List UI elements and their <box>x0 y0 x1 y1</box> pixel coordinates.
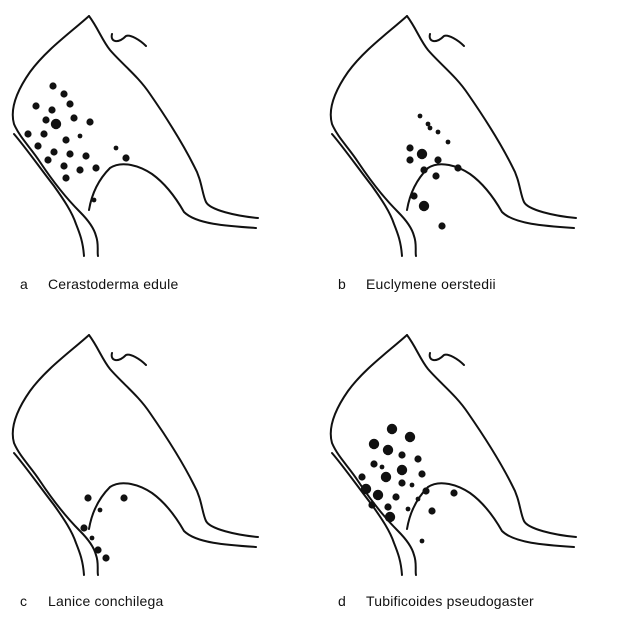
station-dot <box>361 484 371 494</box>
station-dot <box>420 539 425 544</box>
coastline-map <box>318 319 636 638</box>
station-dot <box>454 164 461 171</box>
panel-letter: c <box>20 593 48 609</box>
station-dot <box>397 465 407 475</box>
station-dots <box>80 494 127 561</box>
station-dots <box>406 114 461 230</box>
station-dot <box>387 424 397 434</box>
station-dot <box>381 472 391 482</box>
coastline <box>13 16 258 256</box>
station-dot <box>122 154 129 161</box>
panel-letter: d <box>338 593 366 609</box>
coastline <box>331 335 576 575</box>
station-dot <box>42 116 49 123</box>
station-dot <box>398 451 405 458</box>
station-dot <box>416 497 421 502</box>
station-dot <box>44 156 51 163</box>
coastline <box>331 16 576 256</box>
station-dot <box>406 507 411 512</box>
station-dot <box>80 524 87 531</box>
station-dot <box>51 119 61 129</box>
station-dot <box>120 494 127 501</box>
coastline <box>13 335 258 575</box>
station-dot <box>368 501 375 508</box>
station-dot <box>384 503 391 510</box>
station-dot <box>383 445 393 455</box>
station-dot <box>370 460 377 467</box>
station-dot <box>406 144 413 151</box>
station-dot <box>66 100 73 107</box>
station-dot <box>446 140 451 145</box>
species-name: Tubificoides pseudogaster <box>366 593 534 609</box>
station-dot <box>358 473 365 480</box>
station-dot <box>94 546 101 553</box>
station-dot <box>422 487 429 494</box>
station-dot <box>369 439 379 449</box>
station-dot <box>385 512 395 522</box>
station-dot <box>410 192 417 199</box>
station-dot <box>406 156 413 163</box>
station-dot <box>66 150 73 157</box>
station-dot <box>60 162 67 169</box>
station-dot <box>380 465 385 470</box>
station-dot <box>82 152 89 159</box>
station-dot <box>418 470 425 477</box>
station-dot <box>98 508 103 513</box>
station-dot <box>434 156 441 163</box>
station-dot <box>86 118 93 125</box>
station-dot <box>436 130 441 135</box>
station-dot <box>78 134 83 139</box>
coastline-map <box>0 0 318 319</box>
station-dot <box>417 149 427 159</box>
station-dots <box>24 82 129 202</box>
species-name: Lanice conchilega <box>48 593 163 609</box>
station-dot <box>34 142 41 149</box>
station-dot <box>32 102 39 109</box>
panel-letter: a <box>20 276 48 292</box>
station-dot <box>438 222 445 229</box>
station-dot <box>398 479 405 486</box>
station-dot <box>24 130 31 137</box>
station-dot <box>92 198 97 203</box>
station-dot <box>62 136 69 143</box>
species-name: Euclymene oerstedii <box>366 276 496 292</box>
station-dot <box>70 114 77 121</box>
station-dot <box>419 201 429 211</box>
station-dot <box>373 490 383 500</box>
station-dot <box>405 432 415 442</box>
coastline-map <box>0 319 318 638</box>
station-dot <box>50 148 57 155</box>
station-dot <box>114 146 119 151</box>
station-dot <box>76 166 83 173</box>
station-dot <box>414 455 421 462</box>
panel-letter: b <box>338 276 366 292</box>
station-dot <box>432 172 439 179</box>
station-dot <box>410 483 415 488</box>
station-dot <box>428 507 435 514</box>
station-dot <box>450 489 457 496</box>
station-dot <box>48 106 55 113</box>
station-dot <box>84 494 91 501</box>
station-dot <box>62 174 69 181</box>
station-dot <box>49 82 56 89</box>
station-dot <box>90 536 95 541</box>
coastline-map <box>318 0 636 319</box>
station-dot <box>92 164 99 171</box>
station-dot <box>40 130 47 137</box>
station-dot <box>420 166 427 173</box>
station-dot <box>418 114 423 119</box>
station-dot <box>60 90 67 97</box>
station-dot <box>392 493 399 500</box>
station-dot <box>102 554 109 561</box>
species-name: Cerastoderma edule <box>48 276 178 292</box>
station-dot <box>428 126 433 131</box>
